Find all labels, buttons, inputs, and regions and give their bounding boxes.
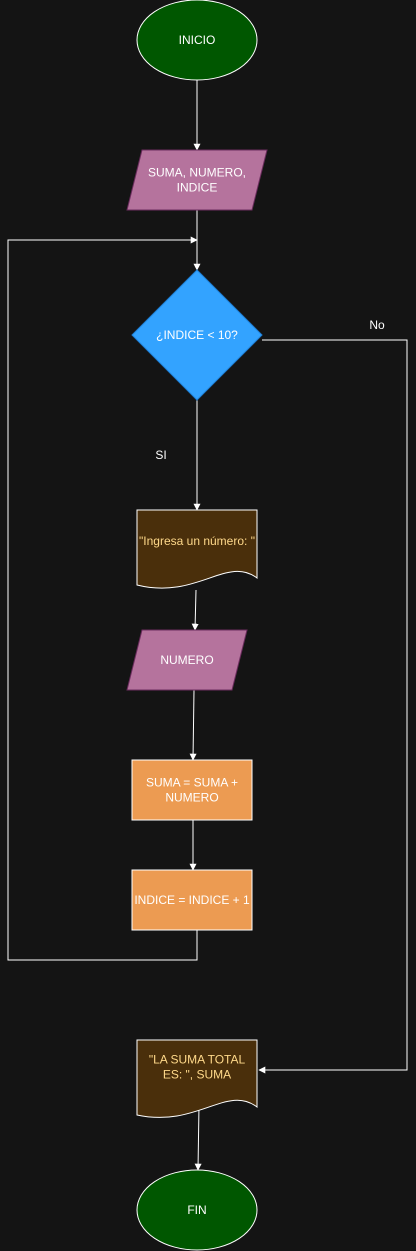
prompt-label: "Ingresa un número: " [139, 534, 255, 548]
edge-label-no: No [369, 318, 385, 332]
edge-loop-back [7, 236, 198, 961]
sum-label: SUMA = SUMA +NUMERO [146, 776, 238, 805]
label-line: SUMA = SUMA + [146, 776, 238, 790]
edge-decision-no-to-output [258, 339, 408, 1074]
output-document-node [136, 1039, 258, 1118]
label-line: INDICE [177, 181, 218, 195]
label-line: NUMERO [160, 653, 213, 667]
label-line: INICIO [179, 33, 216, 47]
connectors [7, 80, 408, 1171]
input-io-node [126, 629, 248, 691]
label-line: ES: ", SUMA [163, 1068, 231, 1082]
increment-process-node [131, 869, 253, 931]
prompt-document-node [136, 509, 258, 589]
label-line: "LA SUMA TOTAL [149, 1053, 246, 1067]
decision-node [131, 269, 263, 401]
nodes: INICIO SUMA, NUMERO,INDICE ¿INDICE < 10?… [126, 0, 385, 1251]
edge-output-to-end [194, 1104, 202, 1171]
edge-prompt-to-input [191, 589, 199, 631]
edge-input-to-sum [189, 689, 197, 761]
sum-process-node [131, 759, 253, 821]
start-label: INICIO [179, 33, 216, 47]
declare-label: SUMA, NUMERO,INDICE [148, 166, 246, 195]
end-terminal [136, 1169, 258, 1251]
label-line: NUMERO [165, 791, 218, 805]
label-line: "Ingresa un número: " [139, 534, 255, 548]
edge-label-yes: SI [155, 448, 166, 462]
input-label: NUMERO [160, 653, 213, 667]
label-line: FIN [187, 1203, 206, 1217]
declare-io-node [126, 149, 268, 211]
increment-label: INDICE = INDICE + 1 [134, 893, 250, 907]
start-terminal [136, 0, 258, 81]
decision-label: ¿INDICE < 10? [156, 328, 238, 342]
label-line: SUMA, NUMERO, [148, 166, 246, 180]
end-label: FIN [187, 1203, 206, 1217]
label-line: INDICE = INDICE + 1 [134, 893, 250, 907]
label-line: ¿INDICE < 10? [156, 328, 238, 342]
